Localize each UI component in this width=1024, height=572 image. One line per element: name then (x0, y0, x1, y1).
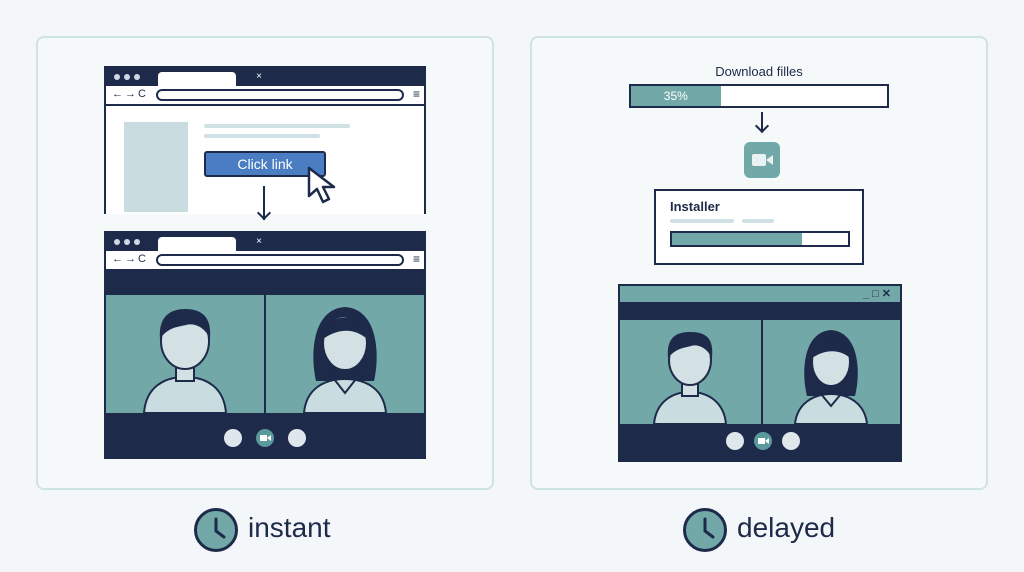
video-tile-woman (763, 320, 900, 424)
video-app-window: _□✕ (618, 284, 902, 462)
video-app-icon (744, 142, 780, 178)
delayed-label: delayed (737, 512, 836, 543)
installer-progress-bar (670, 231, 850, 247)
nav-arrows-icon[interactable]: ←→C (112, 88, 148, 100)
down-arrow-icon (256, 186, 272, 222)
man-avatar-icon (142, 309, 228, 413)
browser-window-video: × ←→C ≡ (104, 231, 426, 459)
text-line-placeholder (204, 124, 350, 128)
camera-icon (758, 438, 769, 444)
progress-label: 35% (663, 89, 688, 103)
camera-icon (752, 154, 773, 166)
download-progress-bar: 35% (629, 84, 889, 108)
installer-dialog: Installer (654, 189, 864, 265)
instant-label: instant (248, 512, 331, 543)
text-line-placeholder (204, 134, 320, 138)
camera-icon (260, 435, 271, 441)
window-dot (114, 74, 120, 80)
click-link-button[interactable]: Click link (204, 151, 326, 177)
image-placeholder (124, 122, 188, 212)
clock-icon (194, 508, 238, 552)
window-edge (424, 200, 426, 214)
browser-tab[interactable]: × (158, 71, 262, 86)
installer-progress-fill (672, 233, 803, 245)
video-tile-man (106, 295, 264, 413)
installer-title: Installer (670, 199, 720, 214)
window-dot (124, 74, 130, 80)
url-bar[interactable] (156, 254, 404, 266)
camera-button[interactable] (754, 432, 772, 450)
menu-icon[interactable]: ≡ (412, 252, 420, 266)
tab-close-icon[interactable]: × (256, 71, 262, 82)
window-dot (134, 74, 140, 80)
mic-button[interactable] (726, 432, 744, 450)
down-arrow-icon (754, 112, 770, 134)
tab-close-icon[interactable]: × (256, 236, 262, 247)
title-bar: × (106, 233, 424, 251)
text-line-placeholder (742, 219, 774, 223)
nav-arrows-icon[interactable]: ←→C (112, 253, 148, 265)
menu-icon[interactable]: ≡ (412, 87, 420, 101)
woman-avatar-icon (793, 330, 869, 424)
video-tile-woman (266, 295, 424, 413)
woman-avatar-icon (302, 307, 388, 413)
end-call-button[interactable] (288, 429, 306, 447)
download-title: Download filles (715, 64, 803, 79)
video-tile-man (620, 320, 761, 424)
window-dot (124, 239, 130, 245)
window-edge (104, 200, 106, 214)
browser-window-top: × ←→C ≡ Click link (104, 66, 426, 214)
browser-tab[interactable]: × (158, 236, 262, 251)
app-title-bar: _□✕ (620, 286, 900, 302)
window-dot (114, 239, 120, 245)
window-controls-icon[interactable]: _□✕ (863, 288, 894, 300)
url-bar[interactable] (156, 89, 404, 101)
text-line-placeholder (670, 219, 734, 223)
title-bar: × (106, 68, 424, 86)
progress-fill (631, 86, 721, 106)
cursor-icon (307, 166, 336, 204)
mic-button[interactable] (224, 429, 242, 447)
end-call-button[interactable] (782, 432, 800, 450)
camera-button[interactable] (256, 429, 274, 447)
window-dot (134, 239, 140, 245)
browser-nav-bar: ←→C ≡ (106, 86, 424, 106)
browser-nav-bar: ←→C ≡ (106, 251, 424, 271)
man-avatar-icon (652, 332, 728, 424)
clock-icon (683, 508, 727, 552)
